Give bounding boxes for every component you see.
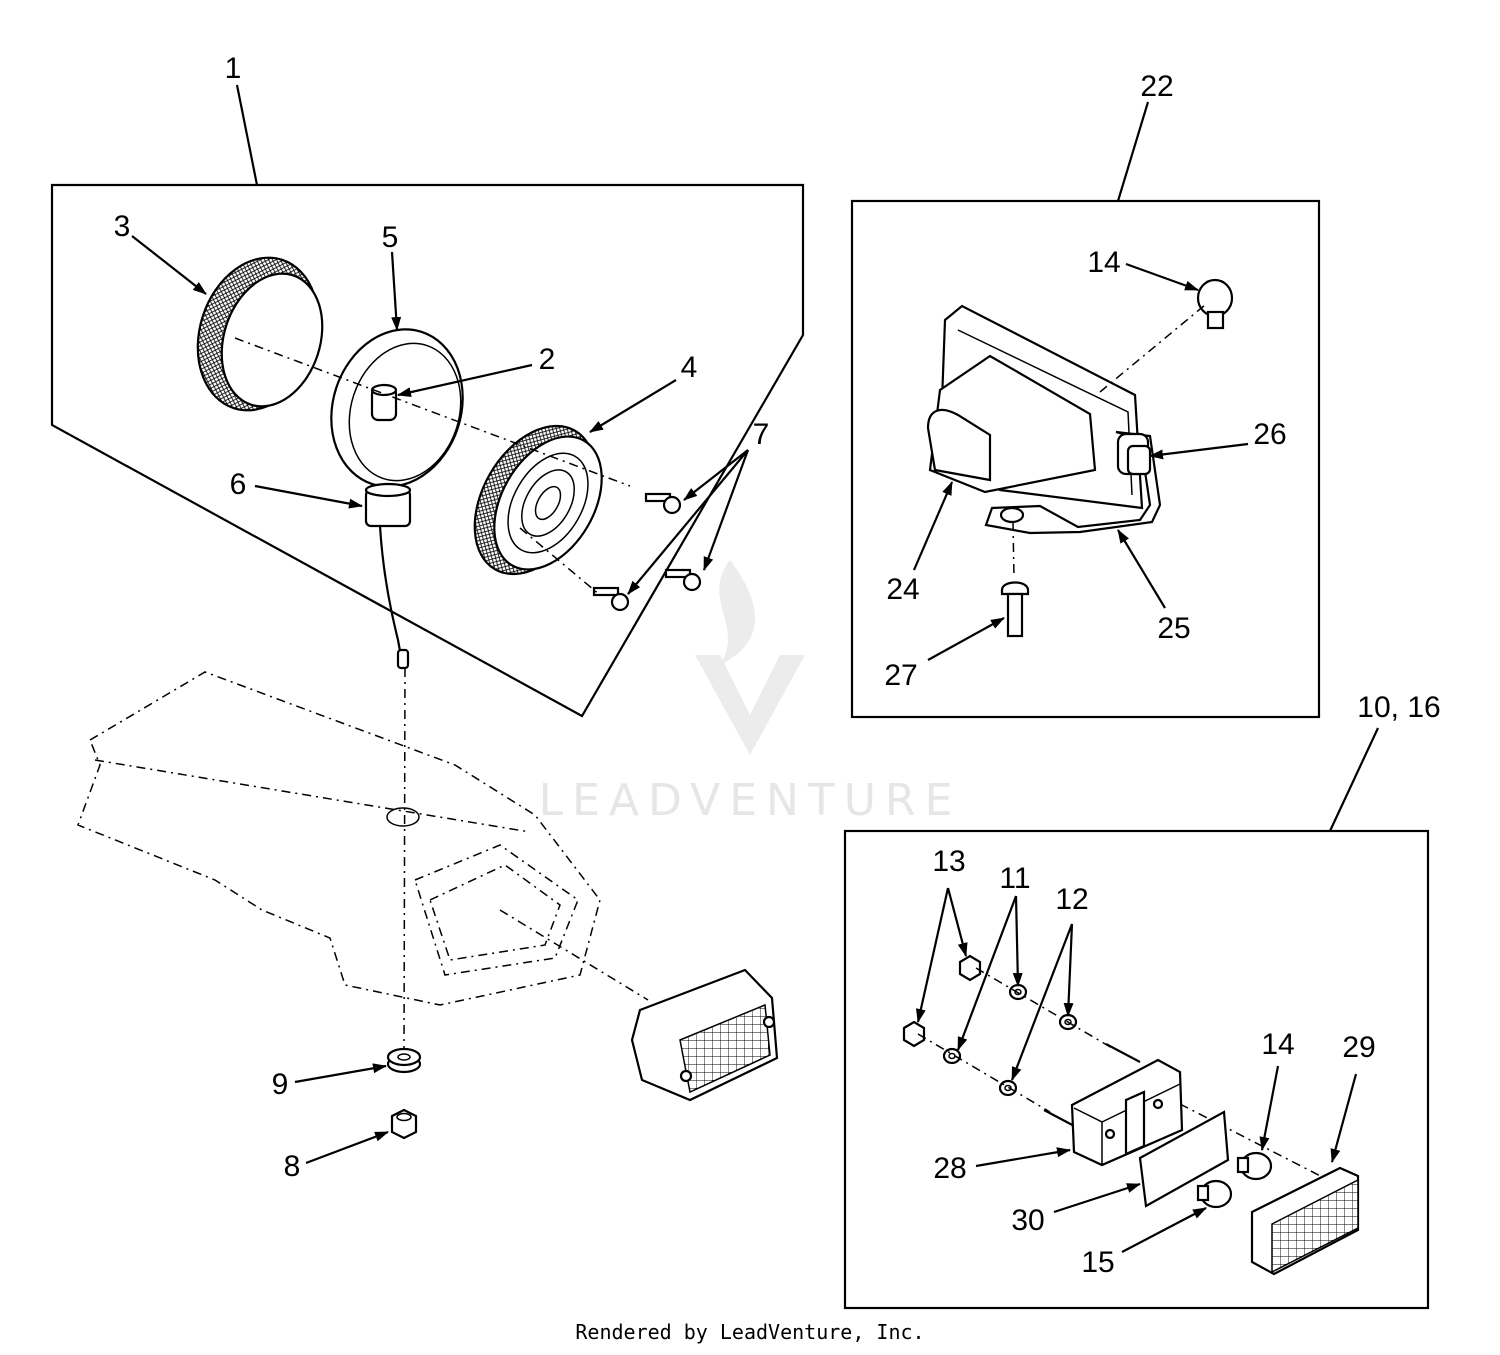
leader-6 bbox=[254, 484, 363, 509]
leader-28 bbox=[975, 1147, 1071, 1168]
part-8-nut bbox=[390, 1108, 418, 1140]
callout-6: 6 bbox=[230, 468, 247, 501]
axis-line-3 bbox=[403, 667, 406, 1051]
part-24-lamp-housing bbox=[926, 304, 1144, 510]
callout-10-16: 10, 16 bbox=[1357, 691, 1440, 724]
part-15-bulb bbox=[1196, 1179, 1233, 1209]
part-7-screws bbox=[592, 492, 702, 612]
part-30-gasket bbox=[1138, 1110, 1230, 1208]
leader-11a bbox=[956, 895, 1018, 1051]
leader-2 bbox=[397, 363, 533, 398]
group-1-round-light bbox=[50, 84, 805, 1051]
callout-27: 27 bbox=[884, 659, 917, 692]
leader-3 bbox=[131, 235, 207, 295]
callout-26: 26 bbox=[1253, 418, 1286, 451]
part-3-lens-ring bbox=[196, 256, 324, 412]
leader-13b bbox=[946, 887, 968, 957]
leader-14a bbox=[1125, 262, 1199, 292]
callout-8: 8 bbox=[284, 1150, 301, 1183]
axis-line-4 bbox=[1099, 304, 1206, 393]
leader-26 bbox=[1149, 442, 1249, 460]
callout-1-leader bbox=[235, 84, 259, 186]
leader-30 bbox=[1053, 1182, 1141, 1214]
leader-11b bbox=[1012, 895, 1023, 987]
group-22-work-light bbox=[850, 101, 1321, 719]
leader-24 bbox=[912, 481, 954, 571]
callout-15: 15 bbox=[1081, 1246, 1114, 1279]
callout-labels: 1 3 5 2 4 7 6 9 8 22 14 26 24 25 27 10, … bbox=[114, 52, 1441, 1279]
part-13-nuts bbox=[902, 954, 982, 1048]
watermark: LEADVENTURE bbox=[539, 560, 962, 826]
callout-4: 4 bbox=[681, 351, 698, 384]
callout-1: 1 bbox=[225, 52, 242, 85]
callout-10-16-leader bbox=[1329, 727, 1379, 832]
callout-3: 3 bbox=[114, 210, 131, 243]
callout-29: 29 bbox=[1342, 1031, 1375, 1064]
footer-credit: Rendered by LeadVenture, Inc. bbox=[575, 1320, 925, 1344]
leader-12a bbox=[1010, 923, 1074, 1081]
part-27-bolt bbox=[1000, 581, 1030, 638]
callout-13: 13 bbox=[932, 845, 965, 878]
callout-12: 12 bbox=[1055, 883, 1088, 916]
part-14-bulb-tail bbox=[1236, 1151, 1273, 1181]
leader-5 bbox=[390, 251, 402, 331]
part-26-knob bbox=[1116, 432, 1152, 476]
leader-9 bbox=[294, 1063, 387, 1084]
callout-9: 9 bbox=[272, 1068, 289, 1101]
leader-8 bbox=[305, 1130, 389, 1165]
leader-25 bbox=[1117, 529, 1166, 609]
group-10-16-frame bbox=[843, 829, 1430, 1310]
callout-28: 28 bbox=[933, 1152, 966, 1185]
leader-27 bbox=[927, 617, 1005, 661]
leader-4 bbox=[589, 379, 677, 433]
axis-line-8 bbox=[1179, 1103, 1339, 1186]
group-22-frame bbox=[850, 199, 1321, 719]
rear-lamp bbox=[630, 968, 779, 1102]
group-1-frame bbox=[50, 183, 805, 718]
axis-line-6 bbox=[975, 967, 1113, 1049]
leader-7a bbox=[683, 449, 749, 501]
group-10-16-tail-light bbox=[843, 727, 1430, 1310]
axis-line-2 bbox=[519, 527, 601, 596]
leader-7b bbox=[702, 449, 750, 571]
axis-line-5 bbox=[1012, 521, 1015, 579]
callout-5: 5 bbox=[382, 221, 399, 254]
callout-11: 11 bbox=[999, 862, 1030, 895]
part-11-washers bbox=[942, 983, 1028, 1065]
watermark-text: LEADVENTURE bbox=[539, 775, 962, 826]
callout-22-leader bbox=[1116, 101, 1150, 202]
callout-30: 30 bbox=[1011, 1204, 1044, 1237]
leader-12b bbox=[1063, 923, 1074, 1017]
callout-22: 22 bbox=[1140, 70, 1173, 103]
leader-29 bbox=[1330, 1073, 1358, 1163]
callout-14-top: 14 bbox=[1087, 246, 1120, 279]
leader-13a bbox=[915, 887, 950, 1023]
callout-14-tail: 14 bbox=[1261, 1028, 1294, 1061]
callout-2: 2 bbox=[539, 343, 556, 376]
axis-line-7 bbox=[917, 1033, 1051, 1113]
part-6-socket bbox=[364, 482, 412, 528]
part-12-washers bbox=[998, 1013, 1078, 1097]
part-4-lens bbox=[473, 424, 603, 576]
callout-25: 25 bbox=[1157, 612, 1190, 645]
callout-7: 7 bbox=[753, 418, 770, 451]
part-9-washer bbox=[386, 1047, 422, 1074]
wire bbox=[378, 525, 404, 663]
part-14-bulb-top bbox=[1196, 278, 1234, 330]
callout-24: 24 bbox=[886, 573, 919, 606]
leader-14b bbox=[1259, 1065, 1280, 1151]
part-25-bracket bbox=[984, 430, 1162, 535]
leader-15 bbox=[1121, 1207, 1207, 1253]
part-2-bulb bbox=[370, 383, 398, 422]
wire-connector bbox=[396, 648, 410, 670]
leader-7c bbox=[627, 449, 749, 595]
axis-line-1 bbox=[234, 337, 631, 487]
part-28-lamp-base bbox=[1043, 1043, 1184, 1167]
tractor-hood-phantom bbox=[77, 671, 649, 1006]
part-29-lens bbox=[1250, 1166, 1360, 1276]
